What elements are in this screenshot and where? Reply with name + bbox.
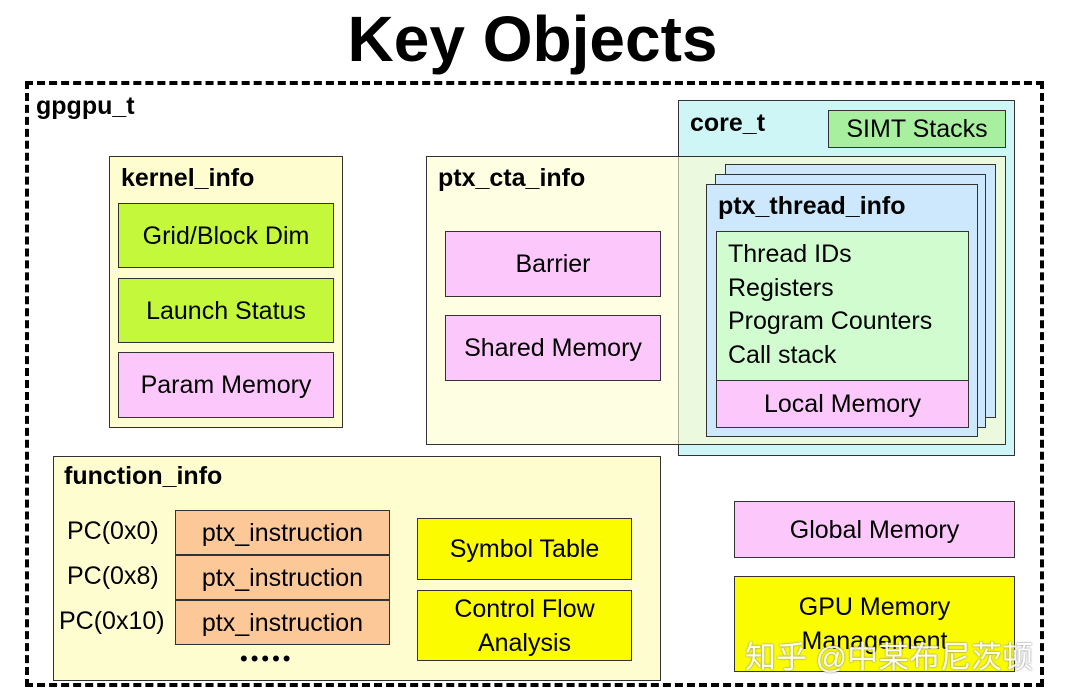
local-memory-box: Local Memory xyxy=(716,380,969,428)
pc-0x10-label: PC(0x10) xyxy=(59,607,165,635)
ptx-instruction-box: ptx_instruction xyxy=(175,600,390,645)
gpgpu-container xyxy=(25,81,1044,687)
simt-stacks-box: SIMT Stacks xyxy=(828,110,1006,148)
shared-memory-box: Shared Memory xyxy=(445,315,661,381)
function-info-label: function_info xyxy=(64,462,223,490)
registers-line: Registers xyxy=(728,273,834,302)
gpu-memory-management-box: GPU Memory Management xyxy=(734,576,1015,672)
program-counters-line: Program Counters xyxy=(728,307,933,335)
ptx-cta-info-label: ptx_cta_info xyxy=(438,164,586,192)
kernel-info-label: kernel_info xyxy=(121,164,255,192)
param-memory-box: Param Memory xyxy=(118,352,334,418)
pc-0x0-label: PC(0x0) xyxy=(67,517,159,545)
ptx-instruction-box: ptx_instruction xyxy=(175,510,390,555)
pc-0x8-label: PC(0x8) xyxy=(67,562,159,590)
thread-ids-line: Thread IDs xyxy=(728,240,852,268)
more-instructions-ellipsis: ••••• xyxy=(240,646,294,671)
control-flow-analysis-box: Control Flow Analysis xyxy=(417,590,632,661)
gpgpu-label: gpgpu_t xyxy=(36,92,135,120)
call-stack-line: Call stack xyxy=(728,340,837,369)
barrier-box: Barrier xyxy=(445,231,661,297)
diagram-title: Key Objects xyxy=(347,3,718,75)
thread-state-box: Thread IDs Registers Program Counters Ca… xyxy=(716,231,969,381)
global-memory-box: Global Memory xyxy=(734,501,1015,558)
grid-block-dim-box: Grid/Block Dim xyxy=(118,203,334,268)
ptx-instruction-box: ptx_instruction xyxy=(175,555,390,600)
launch-status-box: Launch Status xyxy=(118,278,334,343)
core-t-label: core_t xyxy=(690,109,766,137)
watermark: 知乎 @中某布尼茨顿 xyxy=(745,640,1034,675)
symbol-table-box: Symbol Table xyxy=(417,518,632,580)
ptx-thread-info-label: ptx_thread_info xyxy=(718,192,906,220)
